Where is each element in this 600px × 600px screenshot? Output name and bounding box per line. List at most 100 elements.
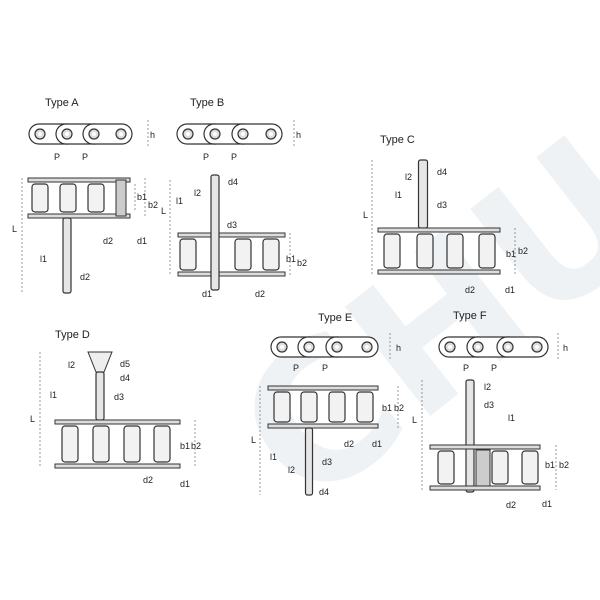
dim-h: h	[296, 130, 301, 140]
dim-d2: d2	[506, 500, 516, 510]
type-f-title: Type F	[453, 310, 487, 322]
dim-l2: l2	[68, 360, 75, 370]
dim-l2: l2	[288, 465, 295, 475]
pin-hole	[506, 345, 510, 349]
attachment-pin	[417, 159, 429, 229]
dim-p: P	[322, 363, 328, 373]
attachment-pin	[95, 371, 105, 421]
pin-hole	[92, 132, 96, 136]
pin-hole	[213, 132, 217, 136]
roller	[61, 425, 79, 463]
link-plate-bottom	[54, 463, 181, 469]
pin-hole	[448, 345, 452, 349]
roller	[446, 233, 464, 269]
link-plate-top	[54, 419, 181, 425]
dim-l2: l2	[194, 188, 201, 198]
dim-d1: d1	[372, 439, 382, 449]
roller	[262, 238, 280, 271]
attachment-pin	[210, 174, 220, 291]
dim-p: P	[463, 363, 469, 373]
dim-b1: b1	[382, 403, 392, 413]
roller	[273, 391, 291, 423]
attachment-pin	[62, 217, 72, 294]
roller	[92, 425, 110, 463]
roller	[437, 450, 455, 485]
dim-b1: b1	[545, 460, 555, 470]
dim-h: h	[563, 343, 568, 353]
type-e-title: Type E	[318, 312, 352, 324]
dim-d3: d3	[484, 400, 494, 410]
dim-l1: l1	[395, 190, 402, 200]
dim-h: h	[396, 343, 401, 353]
type-d-title: Type D	[55, 329, 90, 341]
dim-d2: d2	[255, 289, 265, 299]
dim-p: P	[231, 152, 237, 162]
dim-p: P	[203, 152, 209, 162]
roller	[87, 183, 105, 213]
pin-hole	[335, 345, 339, 349]
link-plate-top	[267, 385, 379, 391]
dim-d2: d2	[344, 439, 354, 449]
dim-h: h	[150, 130, 155, 140]
roller	[123, 425, 141, 463]
dim-d1: d1	[202, 289, 212, 299]
offset-link	[115, 179, 127, 217]
dim-L: L	[251, 435, 256, 445]
dim-d3: d3	[322, 457, 332, 467]
roller	[153, 425, 171, 463]
dim-d4: d4	[319, 487, 329, 497]
link-plate-bottom	[377, 269, 501, 275]
type-b-title: Type B	[190, 97, 224, 109]
pin-hole	[186, 132, 190, 136]
dim-L: L	[363, 210, 368, 220]
pin-hole	[280, 345, 284, 349]
roller	[179, 238, 197, 271]
dim-L: L	[30, 414, 35, 424]
roller	[383, 233, 401, 269]
link-plate-bottom	[27, 213, 131, 219]
dim-p: P	[82, 152, 88, 162]
dim-d1: d1	[137, 236, 147, 246]
pin-hole	[307, 345, 311, 349]
dim-b1: b1	[286, 254, 296, 264]
attachment-pin	[465, 379, 475, 493]
link-plate-bottom	[177, 271, 286, 277]
dim-L: L	[161, 206, 166, 216]
dim-b2: b2	[394, 403, 404, 413]
pin-hole	[269, 132, 273, 136]
dim-b1: b1	[180, 441, 190, 451]
type-a-title: Type A	[45, 97, 79, 109]
pin-hole	[241, 132, 245, 136]
type-a-group: Type A h P P b1 b2 L l1 d2 d1 d2	[12, 97, 158, 282]
roller	[416, 233, 434, 269]
dim-d4: d4	[228, 177, 238, 187]
dim-l2: l2	[405, 172, 412, 182]
dim-d3: d3	[227, 220, 237, 230]
link-plate-top	[377, 227, 501, 233]
dim-b1: b1	[137, 192, 147, 202]
dim-L: L	[412, 415, 417, 425]
dim-L: L	[12, 224, 17, 234]
dim-l1: l1	[40, 254, 47, 264]
dim-d2: d2	[465, 285, 475, 295]
pin-hole	[535, 345, 539, 349]
attachment-pin	[304, 427, 314, 496]
link-plate-top	[177, 232, 286, 238]
dim-b2: b2	[148, 200, 158, 210]
dim-d3: d3	[437, 200, 447, 210]
dim-p: P	[491, 363, 497, 373]
dim-p: P	[54, 152, 60, 162]
roller	[31, 183, 49, 213]
dim-l1: l1	[176, 196, 183, 206]
type-c-group: Type C d4 l2 l1 d3 L b1 b2 d2 d1	[363, 134, 528, 295]
dim-d4: d4	[120, 373, 130, 383]
dim-l1: l1	[50, 390, 57, 400]
link-plate-bottom	[429, 485, 541, 491]
dim-b1: b1	[506, 249, 516, 259]
type-d-group: Type D d5 d4 l2 d3 l1 L b1 b2 d2 d1	[30, 329, 201, 489]
dim-b2: b2	[559, 460, 569, 470]
dim-p: P	[293, 363, 299, 373]
roller	[356, 391, 374, 423]
